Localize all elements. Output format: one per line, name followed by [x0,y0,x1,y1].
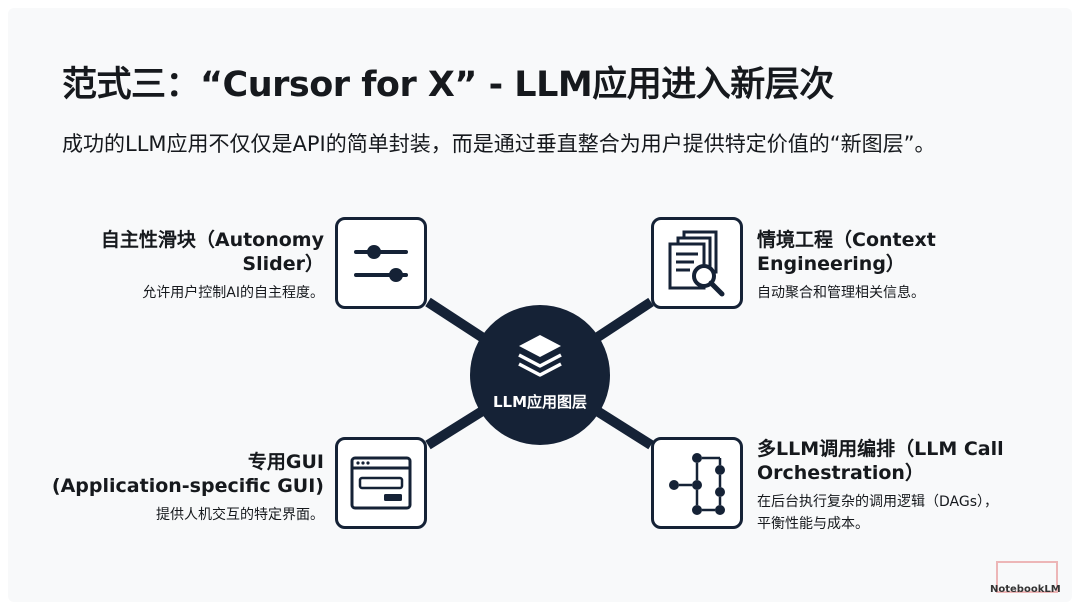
feature-gui-desc: 提供人机交互的特定界面。 [156,507,324,523]
feature-context: 情境工程（Context Engineering） 自动聚合和管理相关信息。 [757,228,1037,304]
feature-autonomy-title: 自主性滑块（Autonomy Slider） [100,229,324,275]
feature-context-title: 情境工程（Context Engineering） [757,229,936,275]
context-icon-box [651,217,743,309]
feature-orchestration-desc: 在后台执行复杂的调用逻辑（DAGs）， 平衡性能与成本。 [757,494,999,532]
feature-gui-title: 专用GUI (Application-specific GUI) [51,451,324,497]
autonomy-icon-box [335,217,427,309]
page-title: 范式三：“Cursor for X” - LLM应用进入新层次 [62,65,834,105]
feature-orchestration-title: 多LLM调用编排（LLM Call Orchestration） [757,438,1004,484]
sliders-icon [354,245,408,282]
layers-icon [518,335,562,377]
feature-autonomy-desc: 允许用户控制AI的自主程度。 [142,285,324,301]
feature-gui: 专用GUI (Application-specific GUI) 提供人机交互的… [44,450,324,526]
central-hub: LLM应用图层 [470,305,610,445]
gui-icon-box [335,437,427,529]
flow-graph-icon [669,453,725,515]
hub-label: LLM应用图层 [492,393,588,411]
feature-context-desc: 自动聚合和管理相关信息。 [757,285,925,301]
app-window-icon [350,456,412,510]
notebooklm-badge: NotebookLM [990,584,1061,595]
document-search-icon [668,230,725,297]
orchestration-icon-box [651,437,743,529]
feature-autonomy: 自主性滑块（Autonomy Slider） 允许用户控制AI的自主程度。 [44,228,324,304]
page-subtitle: 成功的LLM应用不仅仅是API的简单封装，而是通过垂直整合为用户提供特定价值的“… [62,132,936,156]
watermark-stamp [996,561,1058,593]
feature-orchestration: 多LLM调用编排（LLM Call Orchestration） 在后台执行复杂… [757,437,1057,535]
